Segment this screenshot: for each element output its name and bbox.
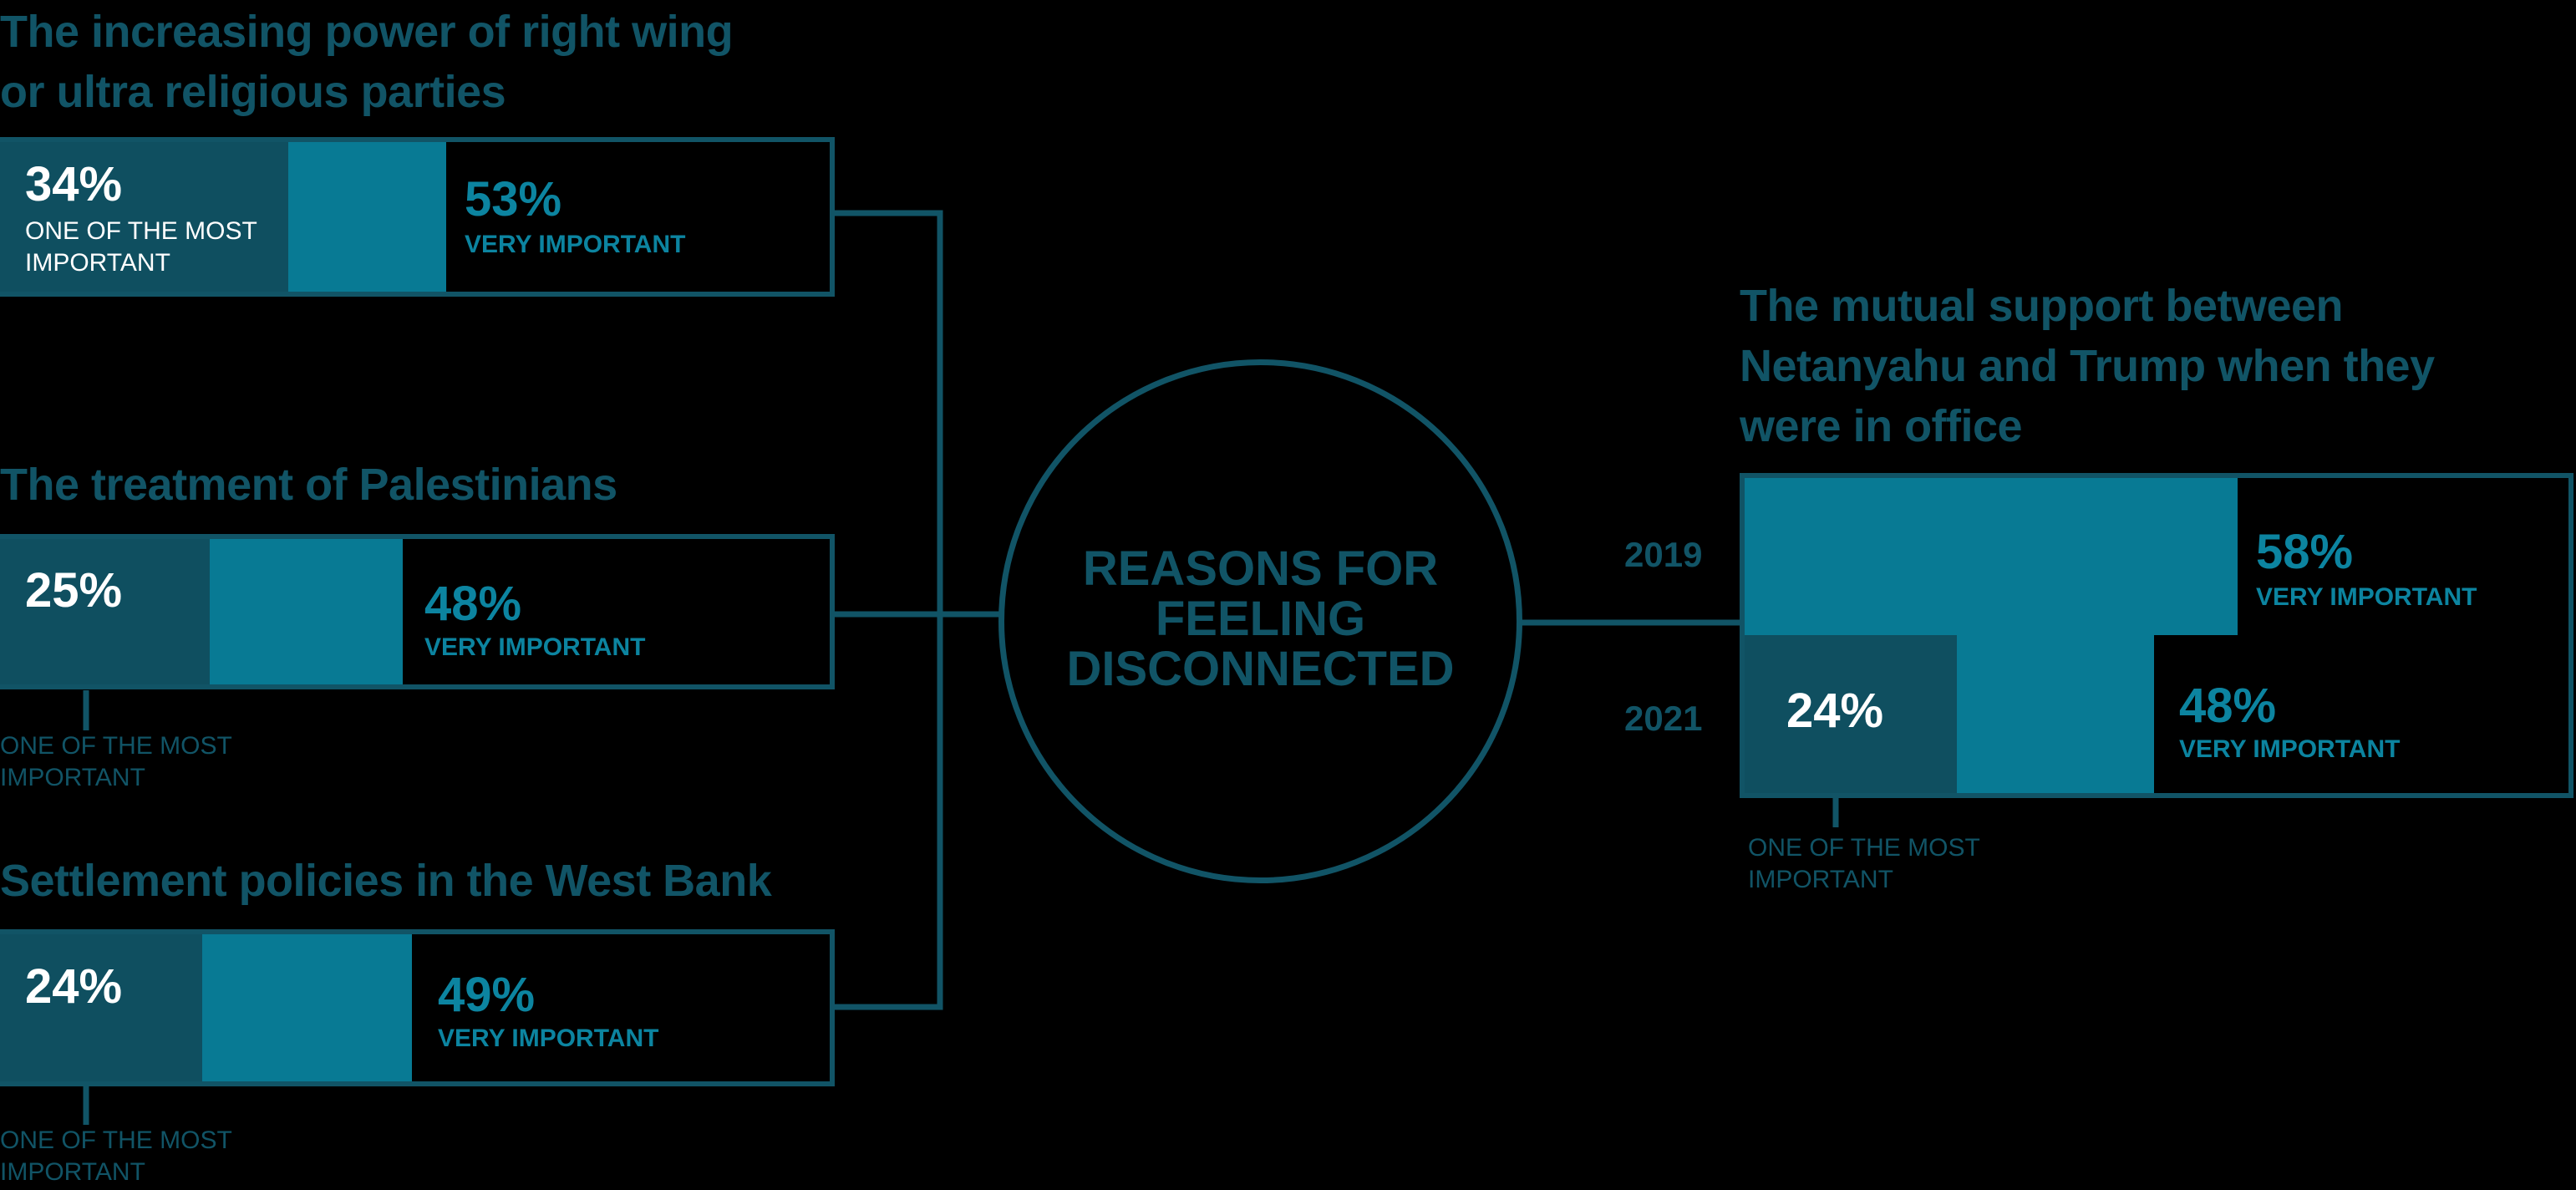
trump-title-line3: were in office [1740,401,2023,451]
center-title-line2: FEELING [1155,592,1366,646]
reason-2-most-segment [0,539,210,684]
trump-title-line2: Netanyahu and Trump when they [1740,341,2435,391]
reason-3-very-pct: 49% [438,968,536,1022]
reason-3-most-label: ONE OF THE MOST IMPORTANT [0,1125,232,1188]
reason-3-most-pct: 24% [25,959,123,1014]
reason-2-very-segment [210,539,403,684]
reason-3-most-label-line2: IMPORTANT [0,1158,145,1186]
reason-1-very-pct: 53% [465,172,562,226]
center-title: REASONS FOR FEELING DISCONNECTED [998,543,1522,695]
center-title-line3: DISCONNECTED [1066,642,1455,696]
trump-2021-very-label: VERY IMPORTANT [2179,735,2401,763]
reason-2-title: The treatment of Palestinians [0,460,617,510]
reason-1-most-label-line2: IMPORTANT [25,249,170,277]
reason-3-title: Settlement policies in the West Bank [0,856,772,906]
reason-2-very-pct: 48% [424,577,522,631]
reason-3-very-segment [202,934,412,1081]
trump-title-line1: The mutual support between [1740,281,2344,331]
trump-2019-very-segment [1745,478,2238,635]
reason-3-most-label-line1: ONE OF THE MOST [0,1126,232,1154]
reason-1-title-line1: The increasing power of right wing [0,7,734,57]
trump-2021-most-pct: 24% [1786,684,1884,738]
reason-2-most-label-line2: IMPORTANT [0,764,145,791]
reason-3-most-segment [0,934,202,1081]
trump-2021-most-segment [1745,635,1957,793]
trump-most-label-line1: ONE OF THE MOST [1748,834,1980,862]
reason-3-bar [0,929,835,1086]
reason-1-bar [0,137,835,297]
center-circle [998,359,1522,883]
reason-1-most-segment [0,142,288,292]
trump-title: The mutual support between Netanyahu and… [1740,276,2435,456]
trump-most-label-line2: IMPORTANT [1748,866,1893,893]
reason-1-most-pct: 34% [25,157,123,211]
reason-2-most-label-line1: ONE OF THE MOST [0,732,232,760]
trump-2021-very-segment [1957,635,2154,793]
reason-1-most-label-line1: ONE OF THE MOST [25,217,257,245]
trump-2019-very-label: VERY IMPORTANT [2256,583,2477,611]
reason-1-most-label: ONE OF THE MOST IMPORTANT [25,216,257,279]
trump-most-label: ONE OF THE MOST IMPORTANT [1748,832,1980,896]
year-2019-label: 2019 [1624,535,1703,574]
year-2021-label: 2021 [1624,699,1703,738]
reason-2-most-pct: 25% [25,563,123,618]
reason-2-bar [0,534,835,689]
reason-2-very-label: VERY IMPORTANT [424,633,646,661]
reason-1-very-segment [288,142,446,292]
center-title-line1: REASONS FOR [1082,542,1439,596]
reason-3-very-label: VERY IMPORTANT [438,1025,659,1052]
trump-bar [1740,473,2573,798]
reason-1-very-label: VERY IMPORTANT [465,231,686,258]
reason-2-most-label: ONE OF THE MOST IMPORTANT [0,730,232,794]
reason-1-title-line2: or ultra religious parties [0,67,506,117]
reason-1-title: The increasing power of right wing or ul… [0,2,734,122]
trump-2019-very-pct: 58% [2256,525,2354,579]
trump-2021-very-pct: 48% [2179,679,2277,733]
